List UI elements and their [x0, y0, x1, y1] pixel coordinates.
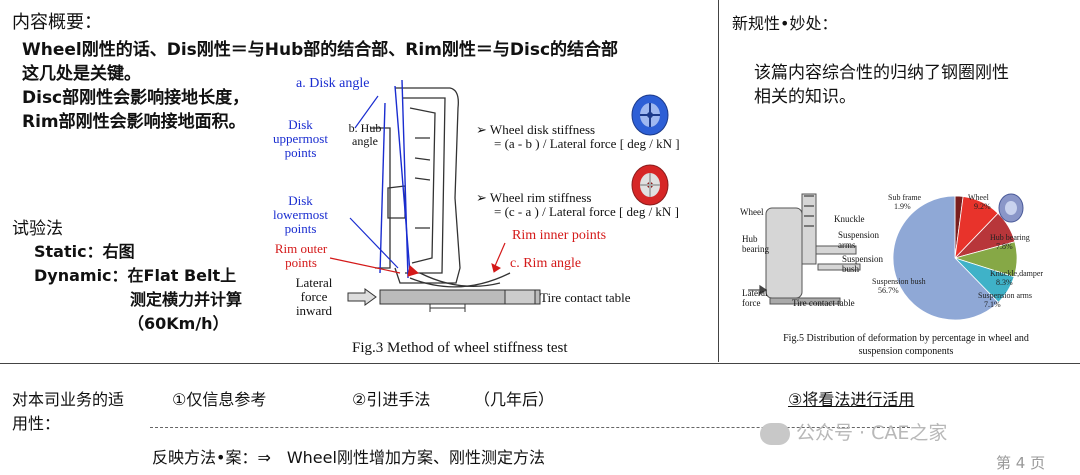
section-divider — [0, 363, 1080, 364]
option-info-only: ①仅信息参考 — [172, 390, 267, 409]
blue-wheel-icon — [631, 94, 669, 136]
label-rim-outer: Rim outer points — [274, 241, 328, 270]
summary-line-4: Rim部刚性会影响接地面积。 — [22, 112, 246, 132]
figure5-caption-line-1: Fig.5 Distribution of deformation by per… — [783, 333, 1029, 344]
figure5-caption: Fig.5 Distribution of deformation by per… — [746, 332, 1066, 358]
label-rim-inner: Rim inner points — [512, 228, 607, 243]
dashed-divider — [150, 427, 910, 428]
suspension-drawing — [748, 193, 861, 305]
novelty-text-line-2: 相关的知识。 — [754, 87, 856, 107]
dynamic-line-2: 测定横力并计算 — [130, 290, 243, 309]
label-disk-uppermost: Disk uppermost points — [273, 117, 328, 160]
rim-markers — [329, 242, 506, 277]
fig5-label-suspension-arms: Suspension arms — [838, 230, 880, 250]
red-wheel-icon — [631, 164, 669, 206]
summary-heading: 内容概要： — [12, 12, 102, 33]
watermark: 公众号 · CAE之家 — [760, 418, 947, 445]
applicability-label-line-2: 用性： — [12, 414, 61, 433]
option-apply-view: ③将看法进行活用 — [788, 390, 915, 409]
fig5-label-knuckle: Knuckle — [834, 214, 865, 224]
fig5-label-hub-bearing: Hub bearing — [742, 234, 769, 254]
formula-disk-title: ➢ Wheel disk stiffness — [476, 122, 596, 137]
figure3-caption: Fig.3 Method of wheel stiffness test — [352, 340, 568, 356]
wheel-stiffness-figure — [329, 79, 541, 312]
option-adopt-method: ②引进手法 — [352, 390, 431, 409]
novelty-heading: 新规性•妙处： — [732, 14, 838, 33]
fig5-label-lateral-force: Lateral force — [742, 288, 768, 308]
summary-line-1: Wheel刚性的话、Dis刚性＝与Hub部的结合部、Rim刚性＝与Disc的结合… — [22, 40, 619, 60]
novelty-text-line-1: 该篇内容综合性的归纳了钢圈刚性 — [754, 63, 1009, 83]
label-hub-angle: b. Hub angle — [348, 121, 382, 148]
dynamic-line-3: （60Km/h） — [128, 314, 229, 333]
test-heading: 试验法 — [12, 219, 63, 239]
summary-line-3: Disc部刚性会影响接地长度， — [22, 88, 250, 108]
wheel-cross-section — [370, 87, 511, 288]
static-line: Static：右图 — [34, 242, 135, 261]
label-tire-contact-table: Tire contact table — [540, 290, 631, 305]
formula-rim-title-text: Wheel rim stiffness — [489, 190, 592, 205]
fig5-label-tire-table: Tire contact table — [792, 298, 855, 308]
lateral-force-arrow — [347, 288, 377, 306]
dynamic-line-1: Dynamic：在Flat Belt上 — [34, 266, 237, 285]
formula-disk-eq: = (a - b ) / Lateral force [ deg / kN ] — [494, 136, 680, 151]
option-adopt-note: （几年后） — [474, 390, 555, 409]
pie-slice-suspension-bush — [892, 195, 999, 321]
tire-contact-table — [379, 289, 541, 305]
watermark-text: 公众号 · CAE之家 — [796, 422, 948, 444]
label-disk-angle: a. Disk angle — [296, 76, 370, 91]
formula-rim-title: ➢ Wheel rim stiffness — [476, 190, 592, 205]
column-divider — [718, 0, 719, 362]
wechat-icon — [760, 422, 790, 445]
small-wheel-icon — [998, 193, 1024, 223]
formula-disk-title-text: Wheel disk stiffness — [489, 122, 596, 137]
disk-angle-lines — [379, 79, 411, 279]
fig5-label-suspension-bush: Suspension bush — [842, 254, 884, 274]
summary-line-2: 这几处是关键。 — [22, 64, 141, 84]
figure5-caption-line-2: suspension components — [858, 346, 954, 357]
reflect-method: 反映方法•案：⇒ Wheel刚性增加方案、刚性测定方法 — [152, 448, 545, 467]
label-lateral-force: Lateral force inward — [295, 275, 333, 318]
fig5-label-wheel: Wheel — [740, 207, 764, 217]
formula-rim-eq: = (c - a ) / Lateral force [ deg / kN ] — [494, 204, 679, 219]
applicability-label-line-1: 对本司业务的适 — [12, 390, 125, 409]
page-number: 第 4 页 — [996, 454, 1046, 472]
label-disk-lowermost: Disk lowermost points — [273, 193, 328, 236]
label-rim-angle: c. Rim angle — [510, 256, 582, 271]
pie-slices — [892, 195, 1018, 321]
